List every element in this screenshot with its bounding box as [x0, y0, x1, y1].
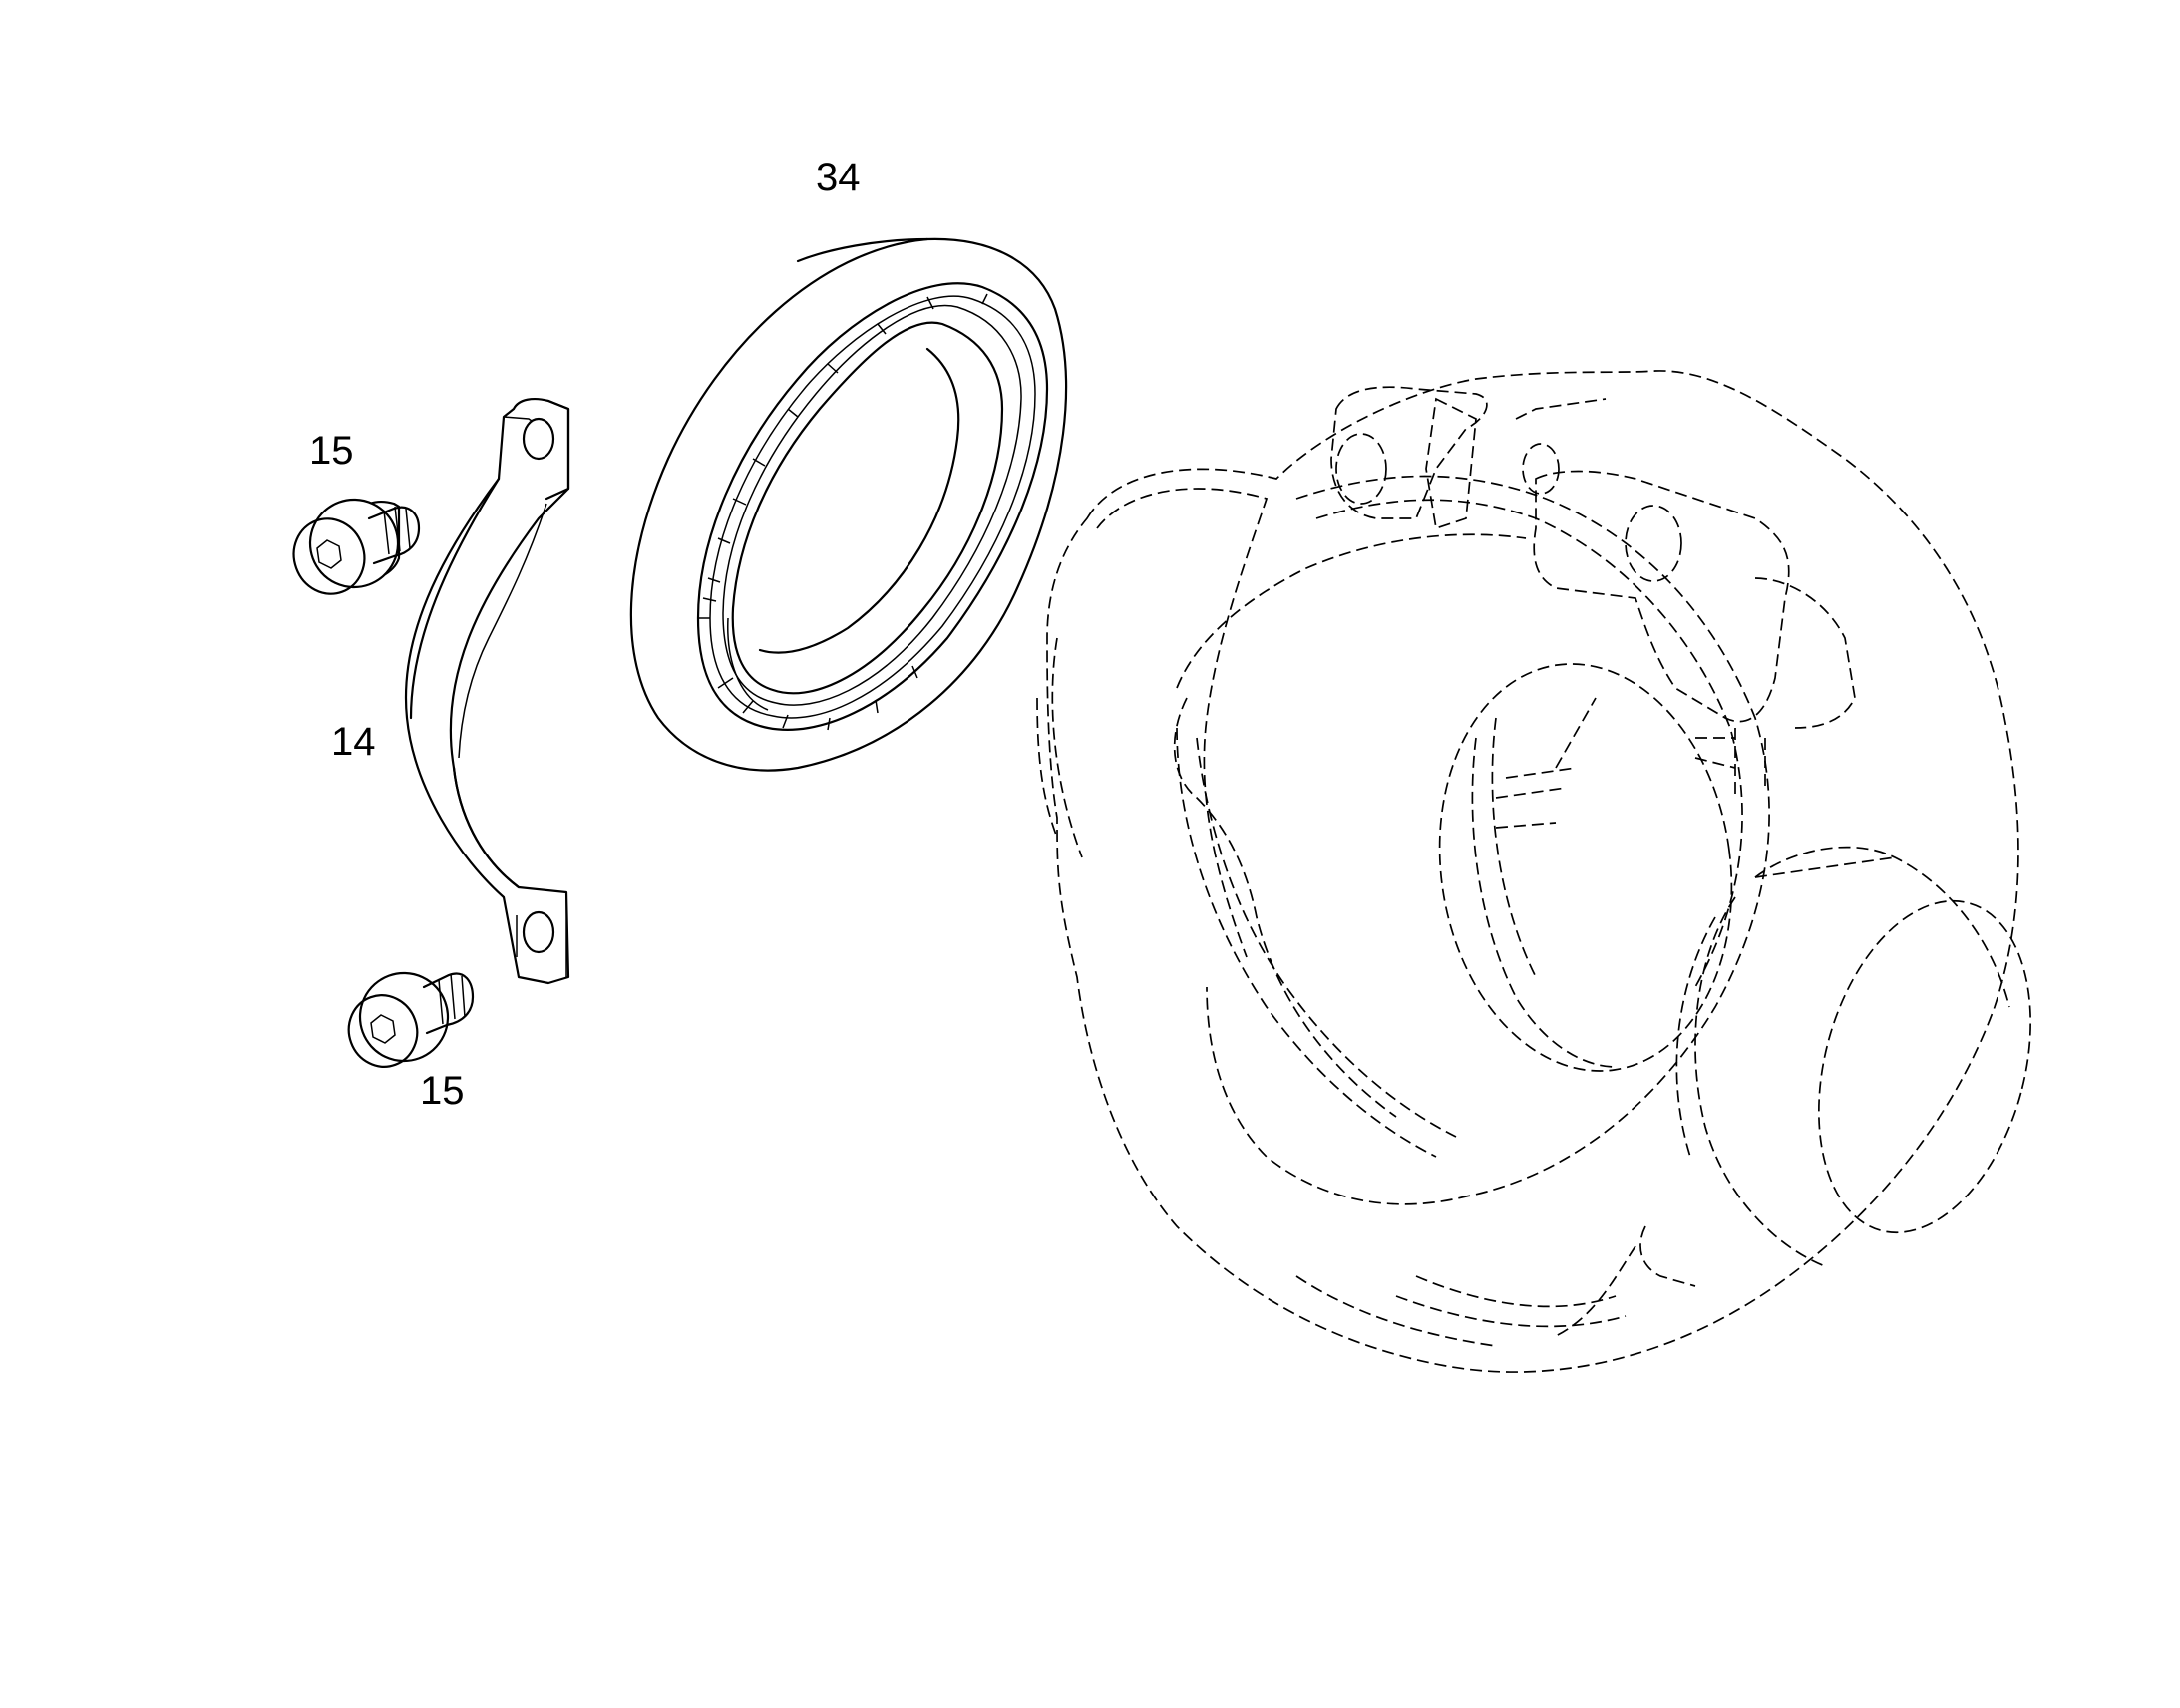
- clamp-strap: [404, 398, 570, 985]
- callout-bolt-bottom: 15: [420, 1069, 465, 1113]
- housing-phantom: [1036, 370, 2031, 1373]
- callout-clamp: 14: [331, 720, 376, 764]
- bolt-top: [292, 498, 421, 595]
- callout-bolt-top: 15: [309, 429, 354, 473]
- callout-seal: 34: [816, 156, 861, 199]
- bolt-bottom: [347, 971, 475, 1068]
- seal-ring: [629, 237, 1068, 772]
